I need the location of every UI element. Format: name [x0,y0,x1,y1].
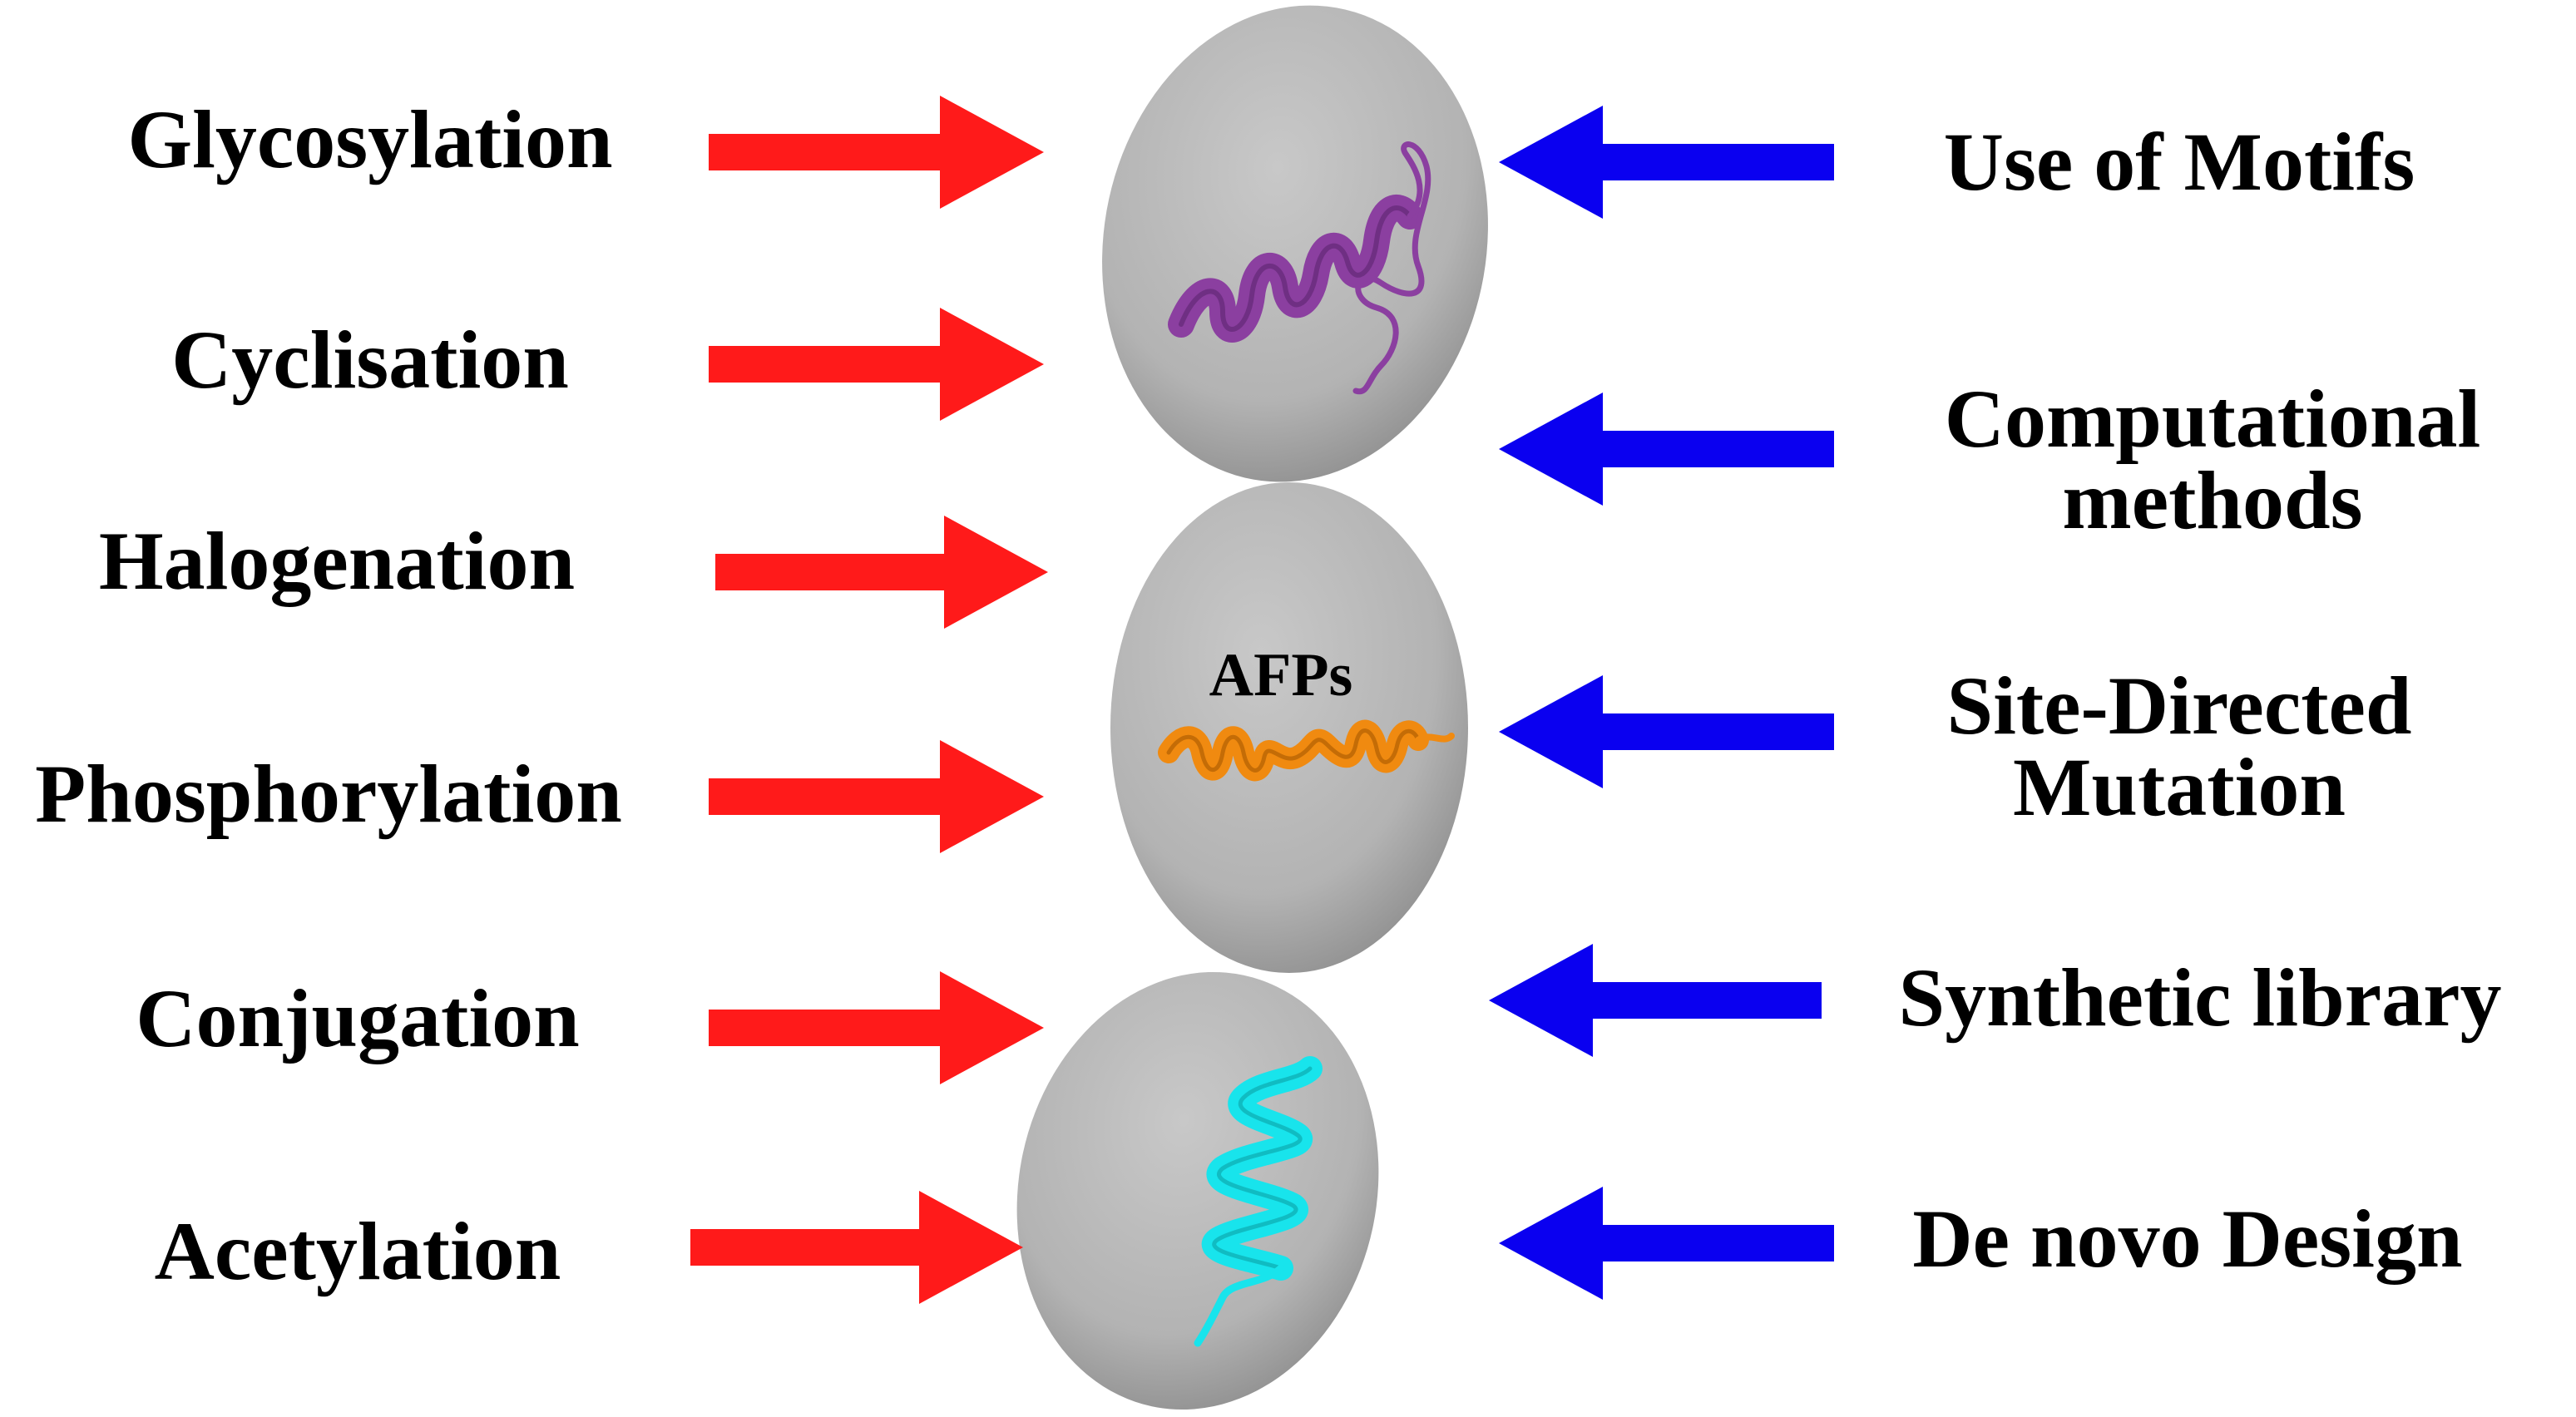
left-arrow-2 [709,308,1044,421]
right-arrow-5 [1499,1187,1834,1300]
right-arrows [1489,106,1834,1300]
label-site-directed-mutation: Site-Directed Mutation [1946,659,2412,833]
top-sphere [1102,5,1488,482]
left-arrow-1 [709,96,1044,209]
middle-sphere [1110,482,1468,973]
label-computational-methods: Computational methods [1944,373,2481,546]
middle-peptide [1158,719,1455,782]
label-synthetic-library: Synthetic library [1898,951,2502,1044]
right-arrow-2 [1499,393,1834,506]
label-cyclisation: Cyclisation [171,314,569,406]
left-arrow-4 [709,740,1044,853]
label-use-of-motifs: Use of Motifs [1943,116,2415,208]
left-arrow-5 [709,971,1044,1084]
label-conjugation: Conjugation [136,972,580,1064]
label-halogenation: Halogenation [98,515,576,607]
right-arrow-4 [1489,944,1822,1057]
right-arrow-3 [1499,675,1834,788]
label-glycosylation: Glycosylation [127,93,613,185]
label-afps: AFPs [1209,641,1353,709]
right-arrow-1 [1499,106,1834,219]
left-arrow-3 [715,516,1048,629]
left-arrow-6 [690,1191,1023,1304]
label-phosphorylation: Phosphorylation [35,748,622,840]
top-peptide [1168,141,1431,395]
label-de-novo-design: De novo Design [1912,1192,2463,1285]
left-arrows [690,96,1048,1304]
bottom-peptide [1194,1056,1323,1347]
label-acetylation: Acetylation [154,1205,561,1297]
